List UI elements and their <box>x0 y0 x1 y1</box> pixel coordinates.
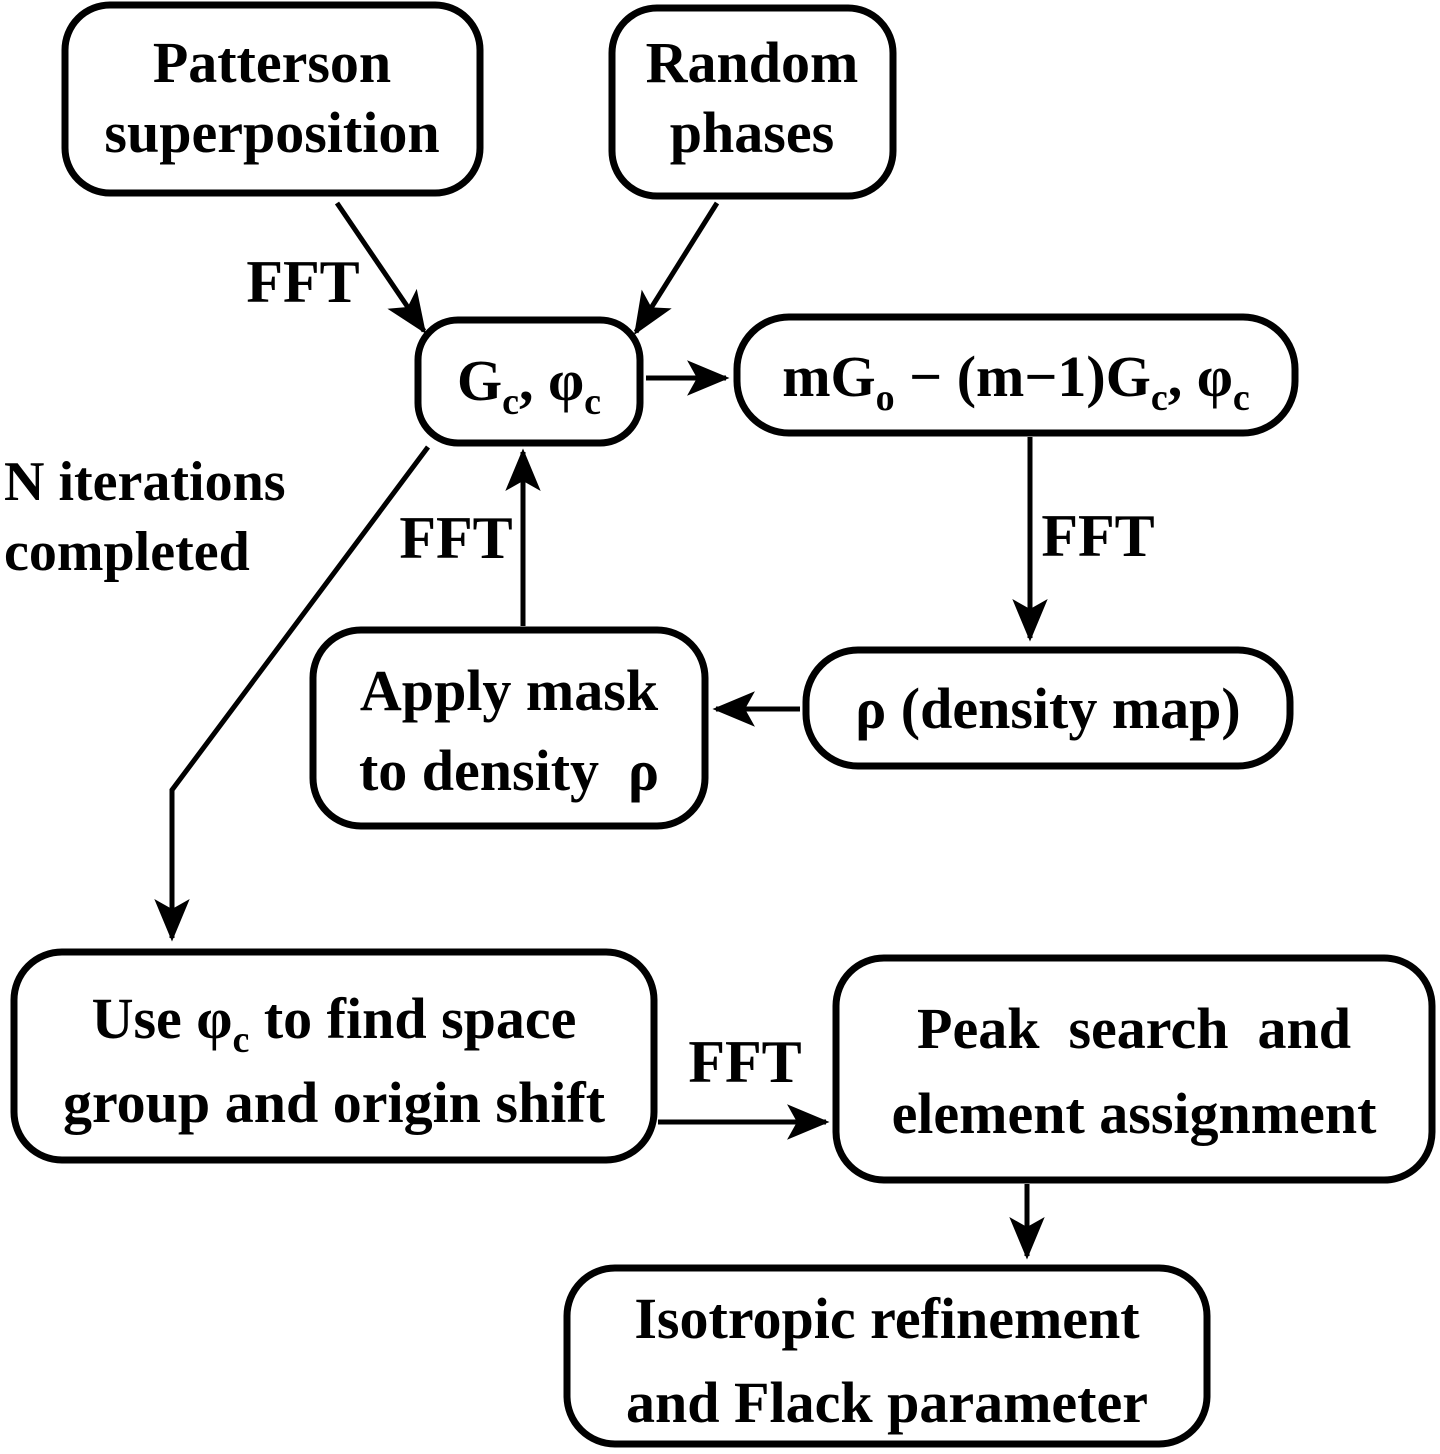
patterson-line1: Patterson <box>153 30 391 95</box>
use-phic-box <box>10 948 658 1164</box>
fft-label-mgo-rho: FFT <box>1041 503 1154 569</box>
isotropic-line2: and Flack parameter <box>626 1370 1148 1435</box>
use-phic-part: φ <box>196 986 232 1051</box>
random-line1: Random <box>646 30 859 95</box>
arrow-patterson-to-gc <box>334 201 427 334</box>
mgo-sub: c <box>1151 377 1168 419</box>
patterson-superposition-box <box>61 1 484 197</box>
peak-search-line1: Peak search and <box>917 996 1351 1061</box>
arrow-random-to-gc <box>633 201 720 335</box>
use-phic-part: to find space <box>249 986 576 1051</box>
arrow-gc-to-usephi <box>154 445 431 942</box>
isotropic-refinement-box <box>563 1264 1211 1448</box>
mgo-part: φ <box>1197 344 1233 409</box>
apply-mask-line2: to density ρ <box>359 738 659 803</box>
mgo-sub: c <box>1233 377 1250 419</box>
gc-label: Gc, φc <box>457 348 601 423</box>
use-phic-line1: Use φc to find space <box>92 986 577 1061</box>
n-iterations-line1: N iterations <box>4 451 286 513</box>
mgo-part: , <box>1168 344 1197 409</box>
fft-label-usephi-peak: FFT <box>688 1029 801 1095</box>
use-phic-part: Use <box>92 986 197 1051</box>
mgo-part: mG <box>782 344 875 409</box>
mgo-part: − (m−1)G <box>895 344 1151 409</box>
apply-mask-box <box>309 626 709 830</box>
peak-search-box <box>832 954 1436 1184</box>
use-phic-sub: c <box>232 1019 249 1061</box>
density-map-box <box>802 646 1294 770</box>
density-map-label: ρ (density map) <box>855 676 1241 741</box>
isotropic-line1: Isotropic refinement <box>634 1286 1140 1351</box>
random-line2: phases <box>670 100 834 165</box>
peak-search-line2: element assignment <box>892 1081 1378 1146</box>
n-iterations-line2: completed <box>4 521 250 583</box>
mgo-sub: o <box>876 377 895 419</box>
gc-part: , <box>519 348 548 413</box>
gc-sub: c <box>584 381 601 423</box>
gc-part: G <box>457 348 502 413</box>
use-phic-line2: group and origin shift <box>63 1070 606 1135</box>
gc-part: φ <box>548 348 584 413</box>
patterson-line2: superposition <box>104 100 439 165</box>
mgo-formula-box <box>733 313 1299 437</box>
fft-label-patterson: FFT <box>246 249 359 315</box>
fft-label-mask-gc: FFT <box>399 505 512 571</box>
gc-sub: c <box>502 381 519 423</box>
apply-mask-line1: Apply mask <box>360 658 659 723</box>
mgo-label: mGo − (m−1)Gc, φc <box>782 344 1250 419</box>
gc-phic-box <box>414 316 644 447</box>
random-phases-box <box>608 4 897 200</box>
